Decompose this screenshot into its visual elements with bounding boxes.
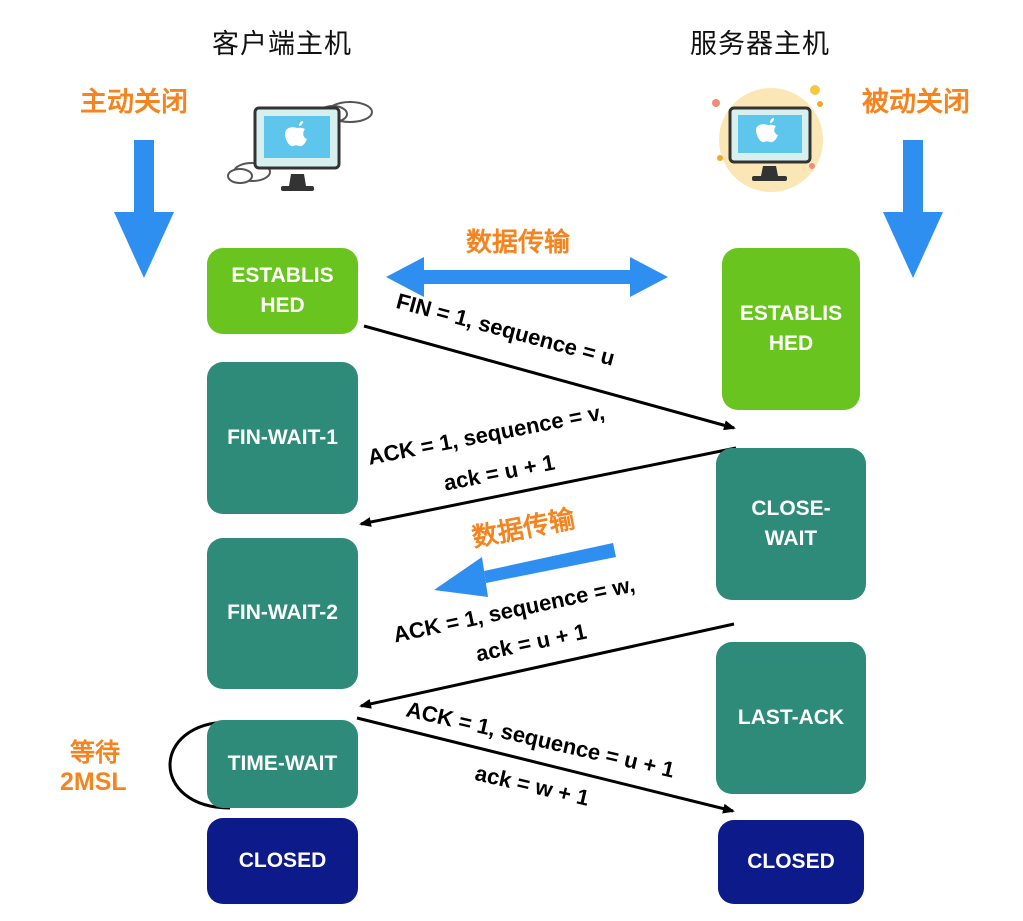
client-computer-icon xyxy=(227,101,373,191)
client-host-title: 客户端主机 xyxy=(212,29,352,60)
wait-label-line1: 等待 xyxy=(70,738,121,767)
data-transfer-top-label: 数据传输 xyxy=(466,228,571,258)
wait-label-line2: 2MSL xyxy=(60,768,127,796)
server-state-closed: CLOSED xyxy=(718,820,864,904)
client-state-time-wait: TIME-WAIT xyxy=(207,720,358,808)
client-state-closed: CLOSED xyxy=(207,818,358,904)
wait-2msl-curve xyxy=(168,720,231,810)
server-state-last-ack: LAST-ACK xyxy=(716,642,866,794)
server-computer-icon xyxy=(712,85,823,192)
server-host-title: 服务器主机 xyxy=(690,29,830,60)
ack-w-message-arrow xyxy=(359,622,735,709)
client-down-arrow xyxy=(114,140,174,278)
server-state-established: ESTABLIS HED xyxy=(722,248,860,410)
server-state-close-wait: CLOSE- WAIT xyxy=(716,448,866,600)
client-state-fin-wait-2: FIN-WAIT-2 xyxy=(207,538,358,689)
fin-message-arrow xyxy=(363,324,736,431)
active-close-label: 主动关闭 xyxy=(80,87,188,118)
final-ack-message-arrow xyxy=(356,716,735,814)
data-transfer-arrow xyxy=(434,543,616,597)
ack-v-message-arrow xyxy=(359,446,737,527)
server-down-arrow xyxy=(883,140,943,278)
client-state-fin-wait-1: FIN-WAIT-1 xyxy=(207,362,358,514)
data-transfer-double-arrow xyxy=(386,257,668,297)
client-state-established: ESTABLIS HED xyxy=(207,248,358,334)
passive-close-label: 被动关闭 xyxy=(862,87,970,118)
